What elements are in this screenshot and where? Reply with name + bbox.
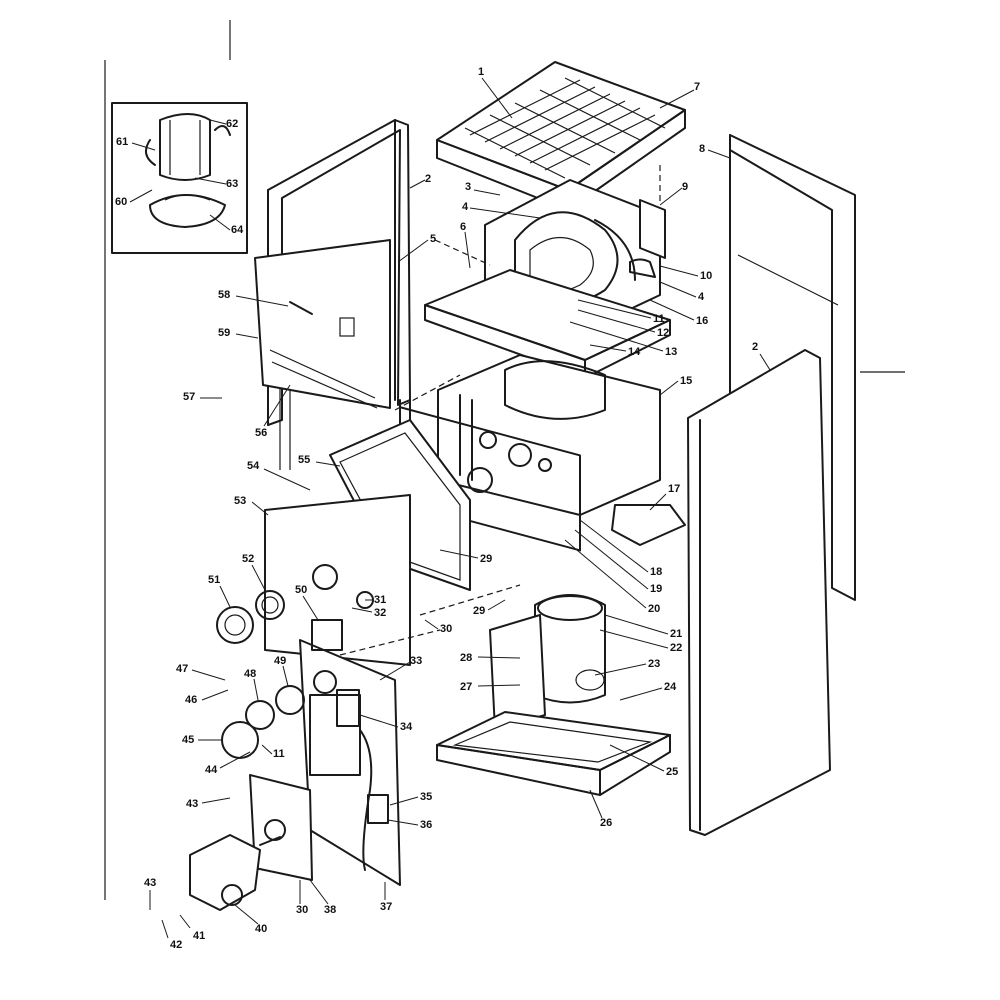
callout-29b: 29	[473, 605, 485, 617]
switch-34	[336, 689, 360, 727]
callout-22: 22	[670, 642, 682, 654]
callout-41: 41	[193, 930, 205, 942]
callout-59: 59	[218, 327, 230, 339]
callout-28: 28	[460, 652, 472, 664]
right-side-panel	[687, 349, 831, 836]
callout-40: 40	[255, 923, 267, 935]
control-panel	[254, 239, 391, 409]
callout-4b: 4	[698, 291, 705, 303]
callout-46: 46	[185, 694, 197, 706]
flex-conduit	[359, 729, 373, 871]
callout-30a: 30	[440, 623, 452, 635]
bracket-28	[489, 614, 546, 731]
callout-27: 27	[460, 681, 472, 693]
callout-18: 18	[650, 566, 662, 578]
callout-42: 42	[170, 939, 182, 951]
callout-16: 16	[696, 315, 708, 327]
block-50	[311, 619, 343, 651]
callout-20: 20	[648, 603, 660, 615]
callout-24: 24	[664, 681, 677, 693]
callout-57: 57	[183, 391, 195, 403]
callout-30b: 30	[296, 904, 308, 916]
callout-34: 34	[400, 721, 413, 733]
callout-55: 55	[298, 454, 310, 466]
callout-56: 56	[255, 427, 267, 439]
inset-base	[149, 194, 226, 228]
callout-13: 13	[665, 346, 677, 358]
ring-48	[245, 700, 275, 730]
callout-29a: 29	[480, 553, 492, 565]
callout-33: 33	[410, 655, 422, 667]
callout-47: 47	[176, 663, 188, 675]
heat-exchanger	[437, 354, 661, 516]
inset-detail	[111, 102, 248, 254]
front-panel-53	[264, 494, 411, 666]
burner-panel	[299, 639, 401, 886]
callout-44: 44	[205, 764, 218, 776]
callout-23: 23	[648, 658, 660, 670]
callout-11: 11	[653, 313, 665, 325]
bracket-17	[611, 504, 686, 546]
callout-49: 49	[274, 655, 286, 667]
callout-9: 9	[682, 181, 688, 193]
callout-37: 37	[380, 901, 392, 913]
callout-2b: 2	[752, 341, 758, 353]
callout-63: 63	[226, 178, 238, 190]
inset-tube	[159, 113, 211, 181]
callout-36: 36	[420, 819, 432, 831]
burner-plate	[249, 774, 313, 881]
grille-holes	[464, 77, 666, 179]
callout-labels: 1 7 8 2 3 4 9 5 6 10 4 11 16 12 13 14 15…	[115, 66, 771, 951]
callout-60: 60	[115, 196, 127, 208]
callout-64: 64	[231, 224, 244, 236]
ring-52	[255, 590, 285, 620]
callout-43a: 43	[144, 877, 156, 889]
callout-32: 32	[374, 607, 386, 619]
gas-valve	[189, 834, 281, 911]
callout-17: 17	[668, 483, 680, 495]
callout-8: 8	[699, 143, 705, 155]
inset-frame	[111, 102, 248, 254]
callout-10: 10	[700, 270, 712, 282]
cover-45	[221, 721, 259, 759]
callout-1: 1	[478, 66, 484, 78]
callout-5: 5	[430, 233, 436, 245]
callout-14: 14	[628, 346, 641, 358]
blower-bracket	[639, 199, 666, 259]
callout-61: 61	[116, 136, 128, 148]
callout-4a: 4	[462, 201, 469, 213]
top-grille	[436, 61, 686, 211]
callout-50: 50	[295, 584, 307, 596]
callout-12: 12	[657, 327, 669, 339]
callout-48: 48	[244, 668, 256, 680]
callout-52: 52	[242, 553, 254, 565]
blower-motor	[629, 258, 656, 278]
callout-43b: 43	[186, 798, 198, 810]
callout-62: 62	[226, 118, 238, 130]
callout-7: 7	[694, 81, 700, 93]
callout-58: 58	[218, 289, 230, 301]
callout-2a: 2	[425, 173, 431, 185]
callout-26: 26	[600, 817, 612, 829]
callout-11b: 11	[273, 748, 285, 760]
callout-54: 54	[247, 460, 260, 472]
callout-6: 6	[460, 221, 466, 233]
callout-19: 19	[650, 583, 662, 595]
callout-53: 53	[234, 495, 246, 507]
callout-3: 3	[465, 181, 471, 193]
callout-15: 15	[680, 375, 692, 387]
callout-51: 51	[208, 574, 220, 586]
ring-51	[216, 606, 254, 644]
burner-pot	[489, 594, 606, 731]
callout-35: 35	[420, 791, 432, 803]
callout-25: 25	[666, 766, 678, 778]
callout-31: 31	[374, 594, 386, 606]
base-tray	[436, 711, 671, 796]
callout-21: 21	[670, 628, 682, 640]
callout-38: 38	[324, 904, 336, 916]
callout-45: 45	[182, 734, 194, 746]
ring-49	[275, 685, 305, 715]
